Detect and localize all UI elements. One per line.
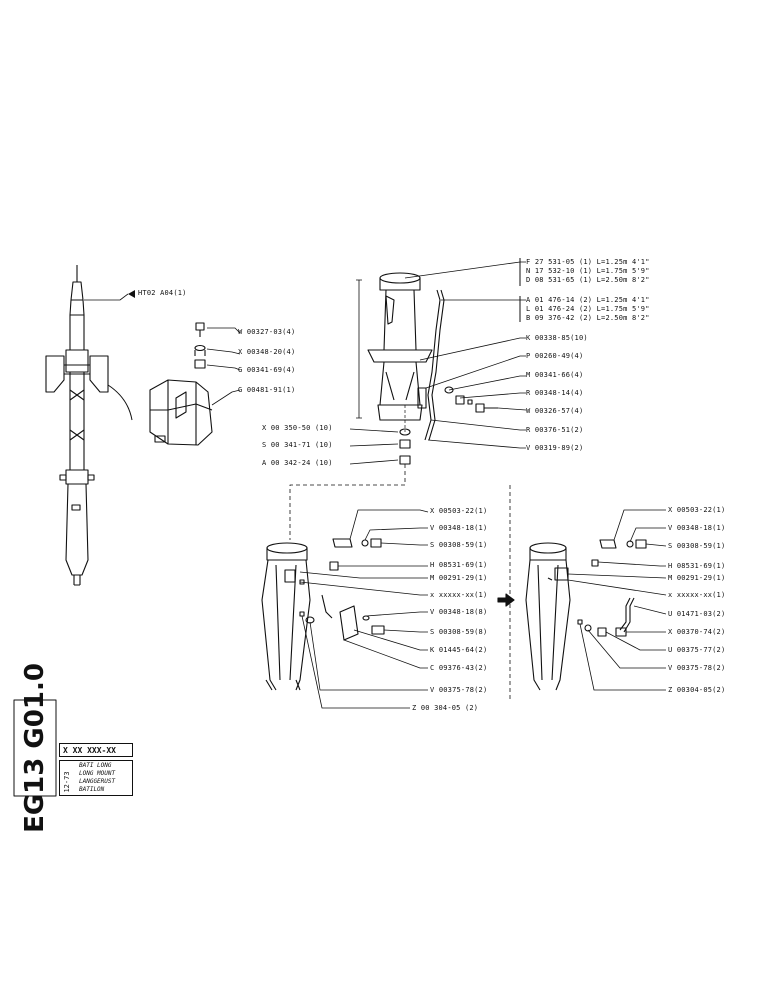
label-w327: W 00327-03(4)	[238, 328, 296, 336]
label-group2-line1: A 01 476-14 (2) L=1.25m 4'1"	[526, 296, 650, 304]
ht02-marker-icon	[128, 290, 135, 298]
label-m291-left: M 00291-29(1)	[430, 574, 488, 582]
transition-arrow	[497, 593, 515, 607]
title-box	[59, 760, 133, 796]
title-en: LONG MOUNT	[79, 770, 116, 777]
label-group1-line3: D 08 531-65 (1) L=2.50m 8'2"	[526, 276, 650, 284]
label-s308-left-1: S 00308-59(1)	[430, 541, 488, 549]
left-leaders	[84, 293, 241, 406]
label-h531-left: H 08531-69(1)	[430, 561, 488, 569]
dashed-connections	[289, 464, 511, 700]
label-c9376: C 09376-43(2)	[430, 664, 488, 672]
bottom-left-leaders	[299, 509, 429, 709]
left-fasteners	[194, 322, 206, 369]
label-xxx-left: x xxxxx-xx(1)	[430, 591, 488, 599]
title-de: LANGGERUST	[79, 778, 116, 785]
label-k1445: K 01445-64(2)	[430, 646, 488, 654]
label-z304-left: Z 00 304-05 (2)	[412, 704, 479, 712]
label-xxx-right: x xxxxx-xx(1)	[668, 591, 726, 599]
label-p260: P 00260-49(4)	[526, 352, 584, 360]
label-group2-line3: B 09 376-42 (2) L=2.50m 8'2"	[526, 314, 650, 322]
bottom-left-assembly	[261, 538, 385, 691]
block-bracket	[149, 379, 213, 446]
label-a342: A 00 342-24 (10)	[262, 459, 333, 467]
label-s308-right: S 00308-59(1)	[668, 542, 726, 550]
label-g341: G 00341-69(4)	[238, 366, 296, 374]
label-group2-line2: L 01 476-24 (2) L=1.75m 5'9"	[526, 305, 650, 313]
column-fasteners	[417, 386, 498, 413]
label-group1-line1: F 27 531-05 (1) L=1.25m 4'1"	[526, 258, 650, 266]
label-r376: R 00376-51(2)	[526, 426, 584, 434]
label-x370: X 00370-74(2)	[668, 628, 726, 636]
label-h531-right: H 08531-69(1)	[668, 562, 726, 570]
top-right-leaders	[349, 258, 527, 465]
label-v375-right: V 00375-78(2)	[668, 664, 726, 672]
label-x503-left: X 00503-22(1)	[430, 507, 488, 515]
column-drawing	[356, 272, 433, 421]
label-z304-right: Z 00304-05(2)	[668, 686, 726, 694]
label-r348: R 00348-14(4)	[526, 389, 584, 397]
label-m341: M 00341-66(4)	[526, 371, 584, 379]
drawing-code: EG13 G01.0	[20, 663, 50, 833]
bottom-right-assembly	[525, 539, 647, 691]
reference-number: X XX XXX-XX	[59, 743, 133, 757]
title-block-frame	[13, 699, 57, 797]
label-g481: G 00481-91(1)	[238, 386, 296, 394]
label-x348: X 00348-20(4)	[238, 348, 296, 356]
label-u375: U 00375-77(2)	[668, 646, 726, 654]
title-fr: BATI LONG	[79, 762, 112, 769]
mast-drawing	[45, 265, 133, 586]
center-parts-stack	[399, 405, 411, 465]
label-v348-left-1: V 00348-18(1)	[430, 524, 488, 532]
label-ht02: HT02 A04(1)	[138, 289, 187, 297]
label-v375-left: V 00375-78(2)	[430, 686, 488, 694]
label-group1-line2: N 17 532-10 (1) L=1.75m 5'9"	[526, 267, 650, 275]
label-u1471: U 01471-03(2)	[668, 610, 726, 618]
label-x503-right: X 00503-22(1)	[668, 506, 726, 514]
bottom-right-leaders	[567, 509, 667, 691]
title-it: BATILON	[79, 786, 105, 793]
pipe-drawing	[424, 289, 445, 441]
label-s308-left-8: S 00308-59(8)	[430, 628, 488, 636]
label-k338: K 00338-85(10)	[526, 334, 588, 342]
label-s341: S 00 341-71 (10)	[262, 441, 333, 449]
label-v348-right: V 00348-18(1)	[668, 524, 726, 532]
label-v348-left-8: V 00348-18(8)	[430, 608, 488, 616]
label-x350: X 00 350-50 (10)	[262, 424, 333, 432]
label-w326: W 00326-57(4)	[526, 407, 584, 415]
label-v319: V 00319-89(2)	[526, 444, 584, 452]
label-m291-right: M 00291-29(1)	[668, 574, 726, 582]
